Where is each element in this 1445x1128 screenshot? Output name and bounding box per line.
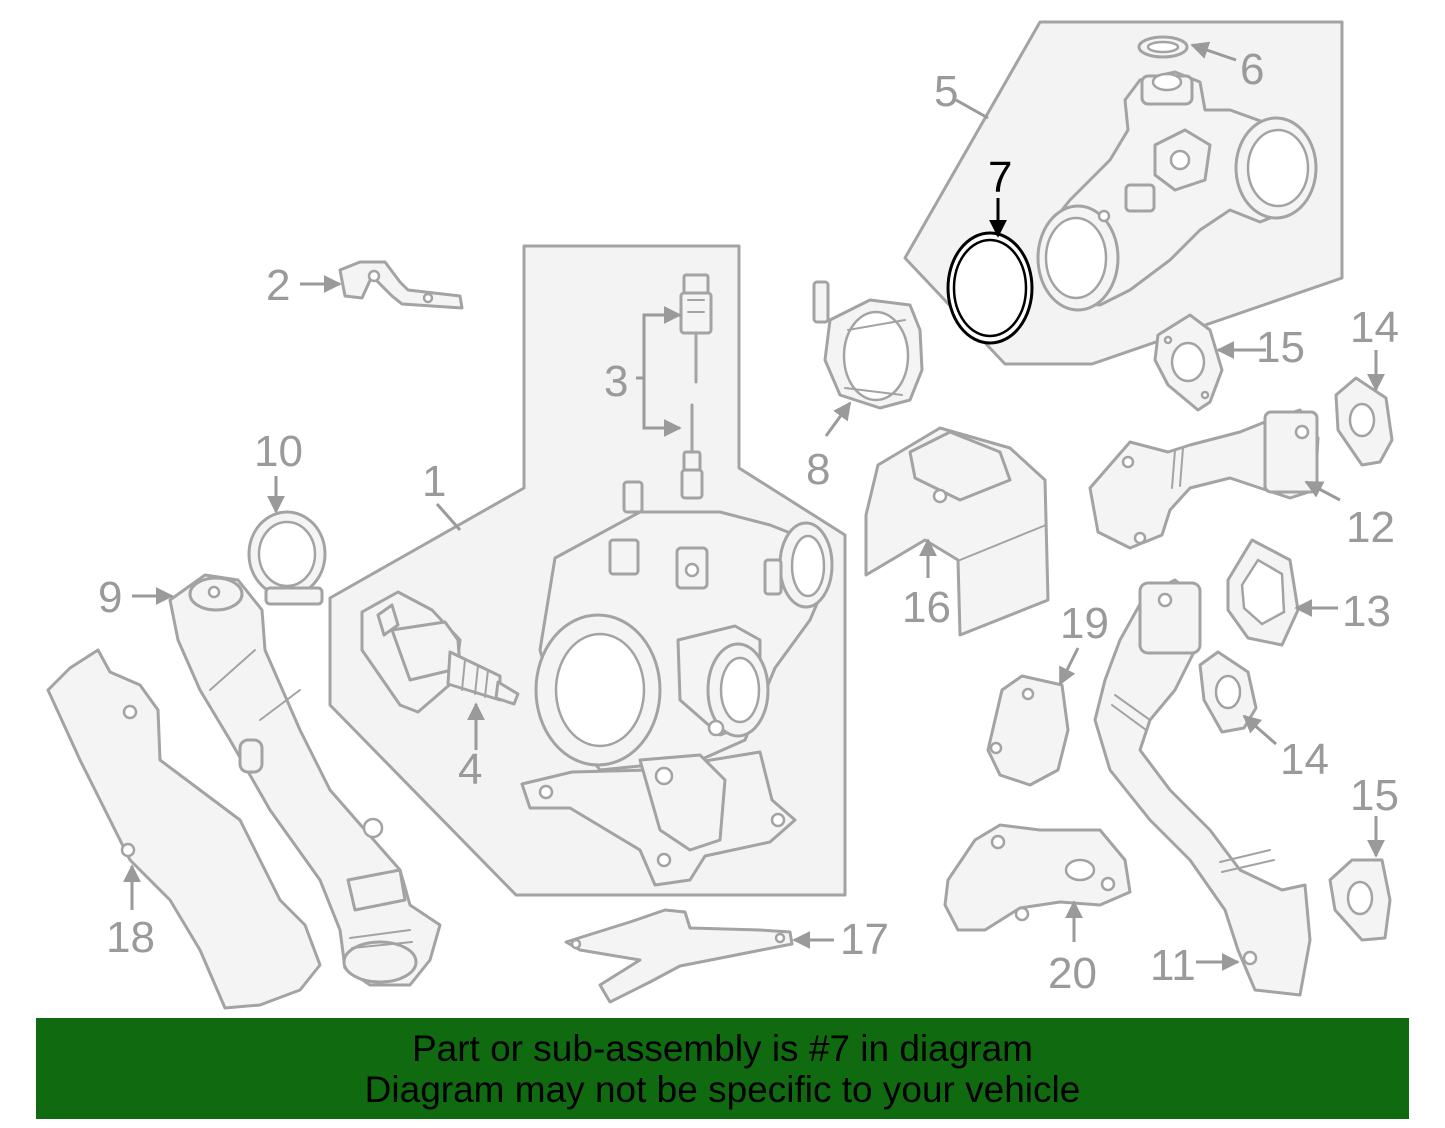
callout-18: 18	[106, 913, 155, 962]
callout-1-leader	[435, 503, 462, 531]
heat-shield-part-16	[864, 426, 1050, 637]
shield-part-19	[986, 674, 1070, 787]
gasket-part-15-lower	[1328, 858, 1392, 942]
seal-ring-part-7	[946, 231, 1034, 345]
callout-2: 2	[266, 261, 290, 310]
callout-16: 16	[902, 583, 951, 632]
callout-15-lower: 15	[1350, 771, 1399, 820]
callout-5-leader	[955, 98, 989, 120]
sensor-connector-part-3	[679, 273, 713, 500]
turbocharger-part-1	[520, 480, 834, 887]
callout-3: 3	[604, 357, 628, 406]
hose-clamp-part-10	[247, 510, 327, 606]
bracket-part-2	[338, 260, 464, 310]
callout-15-upper: 15	[1256, 323, 1305, 372]
callout-6: 6	[1240, 45, 1264, 94]
callout-13: 13	[1342, 587, 1391, 636]
callout-5: 5	[934, 67, 958, 116]
callout-11: 11	[1150, 941, 1196, 990]
banner-line-disclaimer: Diagram may not be specific to your vehi…	[364, 1068, 1081, 1110]
gasket-part-15-upper	[1153, 313, 1224, 412]
clamp-part-8	[812, 280, 924, 410]
banner-line-part-number: Part or sub-assembly is #7 in diagram	[411, 1027, 1034, 1069]
bracket-part-17	[564, 908, 794, 1004]
callout-4: 4	[458, 745, 482, 794]
callout-8: 8	[806, 445, 830, 494]
gasket-part-14-lower	[1198, 650, 1258, 734]
callout-10: 10	[254, 427, 303, 476]
callout-7: 7	[988, 153, 1012, 202]
callout-17: 17	[840, 915, 889, 964]
egr-pipe-part-12	[1088, 408, 1320, 550]
intake-elbow-part-5	[1036, 70, 1318, 312]
callout-19: 19	[1060, 599, 1109, 648]
info-banner: Part or sub-assembly is #7 in diagram Di…	[36, 1018, 1409, 1119]
callout-9: 9	[98, 573, 122, 622]
callout-14-lower: 14	[1280, 735, 1329, 784]
gasket-part-14-upper	[1334, 376, 1394, 467]
gasket-part-13	[1226, 538, 1300, 647]
egr-pipe-part-11	[1093, 578, 1312, 997]
callout-14-upper: 14	[1350, 303, 1399, 352]
callout-20: 20	[1048, 949, 1097, 998]
o-ring-part-6	[1137, 35, 1189, 59]
callout-1: 1	[422, 457, 446, 506]
heat-shield-part-18	[46, 648, 322, 1010]
manifold-part-20	[943, 823, 1132, 932]
charge-pipe-part-9	[168, 573, 442, 987]
actuator-sensor-part-4	[360, 590, 520, 714]
callout-12: 12	[1346, 503, 1395, 552]
